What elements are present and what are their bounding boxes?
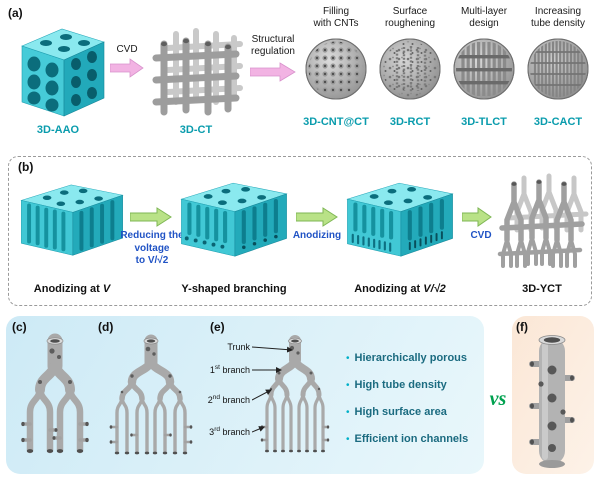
bullet-hierarchically-porous: • Hierarchically porous bbox=[346, 352, 482, 364]
derivative-title-line: with CNTs bbox=[313, 18, 359, 29]
derivative-title-line: Surface bbox=[392, 6, 428, 17]
derivative-title: Filling with CNTs bbox=[300, 6, 372, 30]
caption-y-branching: Y-shaped branching bbox=[181, 283, 287, 295]
panel-e-label: (e) bbox=[210, 320, 225, 334]
caption-yct: 3D-YCT bbox=[522, 283, 562, 295]
panel-b-label: (b) bbox=[18, 160, 34, 174]
derivative-title-line: roughening bbox=[384, 18, 436, 29]
green-arrow-icon bbox=[296, 207, 338, 227]
structural-line-1: Structural bbox=[251, 34, 295, 45]
pink-arrow-icon bbox=[110, 58, 144, 78]
derivative-title-line: Filling bbox=[322, 6, 350, 17]
aao-3d-structure bbox=[21, 28, 105, 117]
panel-a-label: (a) bbox=[8, 6, 23, 20]
annotation-1st-branch: 1st branch bbox=[194, 364, 250, 375]
ct-name: 3D-CT bbox=[179, 124, 213, 136]
annotation-sup: nd bbox=[212, 394, 220, 401]
derivative-title-line: tube density bbox=[531, 18, 585, 29]
bullet-dot: • bbox=[346, 353, 350, 364]
annotation-trunk: Trunk bbox=[194, 341, 250, 352]
ct-3d-structure bbox=[152, 28, 243, 116]
bullet-text: High surface area bbox=[354, 406, 447, 418]
panel-c-label: (c) bbox=[12, 320, 27, 334]
reduce-voltage-line-1: Reducing the voltage bbox=[120, 230, 184, 254]
derivative-name: 3D-CNT@CT bbox=[303, 116, 369, 128]
caption-variable: V bbox=[102, 283, 111, 295]
bullet-high-surface-area: • High surface area bbox=[346, 406, 482, 418]
annotation-text: branch bbox=[219, 427, 250, 437]
derivative-title: Surface roughening bbox=[374, 6, 446, 30]
panel-cde-background bbox=[6, 316, 484, 474]
caption-anodizing-v2: Anodizing at V/√2 bbox=[330, 283, 470, 295]
annotation-text: branch bbox=[219, 395, 250, 405]
annotation-text: branch bbox=[219, 365, 250, 375]
annotation-2nd-branch: 2nd branch bbox=[194, 394, 250, 405]
cvd-step-label: CVD bbox=[116, 44, 138, 55]
caption-text: Anodizing at bbox=[33, 283, 103, 295]
caption-anodizing-v: Anodizing at V bbox=[2, 283, 142, 295]
derivative-item-cnt-ct: Filling with CNTs 3D-CNT@CT bbox=[300, 6, 372, 128]
caption-variable: V/√2 bbox=[423, 283, 446, 295]
structural-regulation-label: Structural regulation bbox=[244, 34, 302, 58]
bullet-dot: • bbox=[346, 380, 350, 391]
panel-f-label: (f) bbox=[516, 320, 528, 334]
annotation-text: 3 bbox=[209, 427, 215, 437]
reduce-voltage-line-2: to V/√2 bbox=[135, 255, 169, 266]
bullet-text: High tube density bbox=[354, 379, 447, 391]
anodized-block-2 bbox=[180, 182, 288, 257]
bullet-text: Hierarchically porous bbox=[354, 352, 468, 364]
bullet-dot: • bbox=[346, 407, 350, 418]
rct-micrograph bbox=[379, 38, 441, 100]
pink-arrow-icon bbox=[250, 62, 296, 82]
green-arrow-icon bbox=[130, 207, 172, 227]
annotation-arrows bbox=[252, 346, 293, 433]
derivative-item-tlct: Multi-layer design bbox=[448, 6, 520, 128]
anodizing-step-label: Anodizing bbox=[292, 230, 342, 241]
aao-name: 3D-AAO bbox=[36, 124, 80, 136]
bullet-efficient-ion-channels: • Efficient ion channels bbox=[346, 433, 482, 445]
panel-b-box bbox=[8, 156, 592, 306]
derivative-item-cact: Increasing tube density bbox=[522, 6, 594, 128]
derivative-name: 3D-CACT bbox=[533, 116, 583, 128]
straight-tube-f bbox=[529, 335, 575, 468]
reduce-voltage-label: Reducing the voltage to V/√2 bbox=[104, 230, 200, 268]
derivative-title-line: Multi-layer bbox=[460, 6, 508, 17]
annotation-sup: st bbox=[214, 364, 220, 371]
annotation-sup: rd bbox=[214, 426, 220, 433]
anodized-block-3 bbox=[346, 182, 454, 257]
annotation-text: 1 bbox=[209, 365, 215, 375]
bullet-text: Efficient ion channels bbox=[354, 433, 469, 445]
branched-tube-e bbox=[260, 335, 330, 453]
yct-3d-structure bbox=[497, 173, 589, 268]
derivative-title-line: Increasing bbox=[534, 6, 582, 17]
green-arrow-icon bbox=[462, 207, 492, 227]
branched-tube-c bbox=[21, 333, 89, 454]
derivative-name: 3D-RCT bbox=[389, 116, 431, 128]
tlct-micrograph bbox=[453, 38, 515, 100]
cact-micrograph bbox=[527, 38, 589, 100]
cnt-ct-micrograph bbox=[305, 38, 367, 100]
cvd-step-label-b: CVD bbox=[470, 230, 492, 241]
anodized-block-1 bbox=[20, 184, 124, 256]
derivative-name: 3D-TLCT bbox=[461, 116, 507, 128]
derivative-title: Multi-layer design bbox=[448, 6, 520, 30]
annotation-text: 2 bbox=[207, 395, 213, 405]
vs-label: vs bbox=[489, 388, 507, 410]
branched-tube-d bbox=[109, 334, 193, 455]
derivative-title: Increasing tube density bbox=[522, 6, 594, 30]
annotation-3rd-branch: 3rd branch bbox=[194, 426, 250, 437]
panel-d-label: (d) bbox=[98, 320, 114, 334]
derivative-title-line: design bbox=[469, 18, 499, 29]
derivative-item-rct: Surface roughening 3D-RCT bbox=[374, 6, 446, 128]
bullet-dot: • bbox=[346, 434, 350, 445]
annotation-text: Trunk bbox=[227, 342, 250, 352]
structural-line-2: regulation bbox=[251, 46, 295, 57]
bullet-high-tube-density: • High tube density bbox=[346, 379, 482, 391]
caption-text: Anodizing at bbox=[354, 283, 424, 295]
